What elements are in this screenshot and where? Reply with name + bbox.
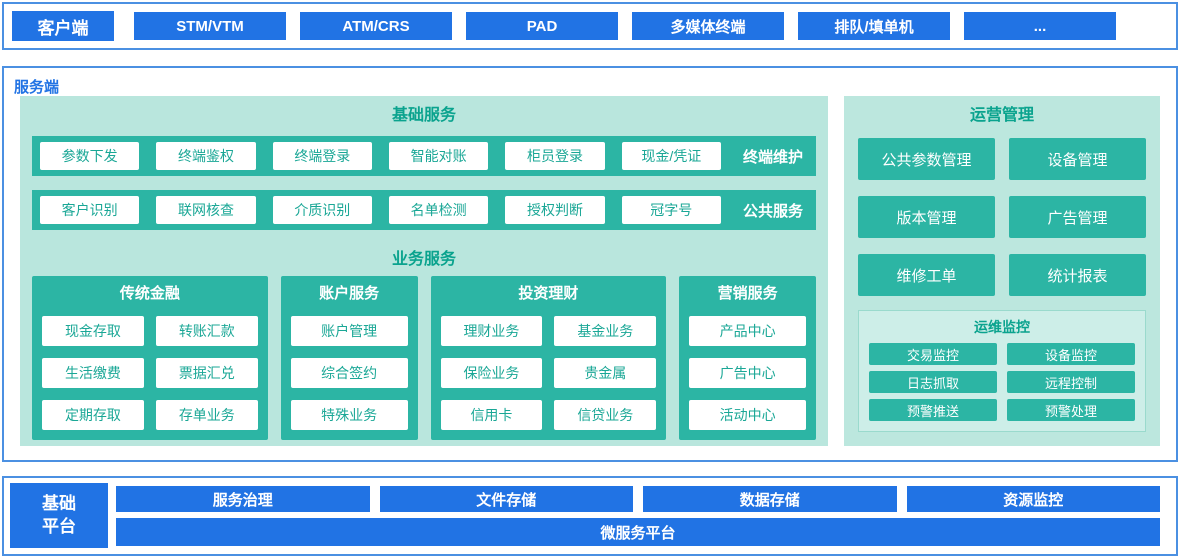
service-item: 产品中心	[689, 316, 806, 346]
service-item: 现金/凭证	[621, 142, 721, 170]
business-services-title: 业务服务	[391, 251, 456, 268]
service-item: 介质识别	[272, 196, 372, 224]
service-item: 特殊业务	[290, 400, 408, 430]
group-account-services: 账户服务 账户管理 综合签约 特殊业务	[280, 276, 418, 440]
service-item: 终端鉴权	[156, 142, 256, 170]
service-item: 生活缴费	[42, 358, 144, 388]
group-traditional-finance: 传统金融 现金存取 转账汇款 生活缴费 票据汇兑 定期存取 存单业务	[32, 276, 268, 440]
operations-item: 统计报表	[1009, 254, 1146, 296]
group-items: 理财业务 基金业务 保险业务 贵金属 信用卡 信贷业务	[440, 316, 657, 430]
client-terminal-list: STM/VTM ATM/CRS PAD 多媒体终端 排队/填单机 ...	[134, 12, 1116, 40]
business-groups: 传统金融 现金存取 转账汇款 生活缴费 票据汇兑 定期存取 存单业务 账户服务 …	[32, 276, 816, 440]
client-item-pad: PAD	[466, 12, 618, 40]
terminal-maintenance-row: 参数下发 终端鉴权 终端登录 智能对账 柜员登录 现金/凭证 终端维护	[32, 136, 816, 176]
operations-item: 广告管理	[1009, 196, 1146, 238]
service-item: 参数下发	[40, 142, 140, 170]
client-item-atm-crs: ATM/CRS	[300, 12, 452, 40]
row-tag-terminal-maintenance: 终端维护	[742, 148, 803, 166]
platform-item-file-storage: 文件存储	[379, 486, 633, 512]
service-item: 柜员登录	[505, 142, 605, 170]
group-items: 现金存取 转账汇款 生活缴费 票据汇兑 定期存取 存单业务	[42, 316, 258, 430]
platform-item-data-storage: 数据存储	[643, 486, 897, 512]
group-items: 产品中心 广告中心 活动中心	[689, 316, 806, 430]
server-label: 服务端	[14, 79, 60, 96]
service-item: 综合签约	[290, 358, 408, 388]
service-item: 账户管理	[290, 316, 408, 346]
monitoring-item: 预警处理	[1007, 399, 1135, 421]
server-layer: 服务端 基础服务 参数下发 终端鉴权 终端登录 智能对账 柜员登录 现金/凭证 …	[2, 66, 1178, 462]
monitoring-panel: 运维监控 交易监控 设备监控 日志抓取 远程控制 预警推送 预警处理	[858, 310, 1146, 432]
group-title: 投资理财	[518, 285, 579, 302]
group-title: 账户服务	[319, 285, 380, 302]
operations-item: 维修工单	[858, 254, 995, 296]
client-item-more: ...	[964, 12, 1116, 40]
operations-items: 公共参数管理 设备管理 版本管理 广告管理 维修工单 统计报表	[858, 138, 1146, 296]
monitoring-item: 预警推送	[869, 399, 997, 421]
client-item-stm-vtm: STM/VTM	[134, 12, 286, 40]
service-item: 冠字号	[621, 196, 721, 224]
service-item: 客户识别	[40, 196, 140, 224]
service-item: 定期存取	[42, 400, 144, 430]
platform-label-text: 基础平台	[41, 493, 76, 536]
group-marketing: 营销服务 产品中心 广告中心 活动中心	[679, 276, 816, 440]
monitoring-title: 运维监控	[974, 319, 1030, 335]
monitoring-item: 日志抓取	[869, 371, 997, 393]
monitoring-item: 设备监控	[1007, 343, 1135, 365]
client-item-queue: 排队/填单机	[798, 12, 950, 40]
row-tag-public-services: 公共服务	[742, 202, 803, 220]
group-items: 账户管理 综合签约 特殊业务	[290, 316, 408, 430]
service-item: 授权判断	[505, 196, 605, 224]
service-item: 信贷业务	[554, 400, 657, 430]
basic-services-title: 基础服务	[391, 107, 456, 124]
client-item-multimedia: 多媒体终端	[632, 12, 784, 40]
platform-layer: 基础平台 服务治理 文件存储 数据存储 资源监控 微服务平台	[2, 476, 1178, 556]
service-item: 票据汇兑	[155, 358, 258, 388]
service-item: 现金存取	[42, 316, 144, 346]
group-title: 传统金融	[119, 285, 180, 302]
operations-title: 运营管理	[969, 107, 1034, 124]
operations-item: 版本管理	[858, 196, 995, 238]
service-item: 智能对账	[388, 142, 489, 170]
service-item: 转账汇款	[155, 316, 258, 346]
group-investment: 投资理财 理财业务 基金业务 保险业务 贵金属 信用卡 信贷业务	[430, 276, 667, 440]
service-item: 基金业务	[554, 316, 657, 346]
operations-item: 设备管理	[1009, 138, 1146, 180]
platform-items: 服务治理 文件存储 数据存储 资源监控	[116, 486, 1160, 512]
services-panel: 基础服务 参数下发 终端鉴权 终端登录 智能对账 柜员登录 现金/凭证 终端维护…	[20, 96, 828, 446]
service-item: 联网核查	[156, 196, 256, 224]
client-label: 客户端	[12, 11, 114, 41]
platform-item-governance: 服务治理	[116, 486, 370, 512]
client-layer: 客户端 STM/VTM ATM/CRS PAD 多媒体终端 排队/填单机 ...	[2, 2, 1178, 50]
service-item: 存单业务	[155, 400, 258, 430]
operations-panel: 运营管理 公共参数管理 设备管理 版本管理 广告管理 维修工单 统计报表 运维监…	[844, 96, 1160, 446]
service-item: 名单检测	[388, 196, 489, 224]
public-services-row: 客户识别 联网核查 介质识别 名单检测 授权判断 冠字号 公共服务	[32, 190, 816, 230]
platform-label: 基础平台	[10, 483, 108, 548]
service-item: 贵金属	[554, 358, 657, 388]
platform-item-resource-monitor: 资源监控	[906, 486, 1160, 512]
service-item: 保险业务	[440, 358, 543, 388]
service-item: 理财业务	[440, 316, 543, 346]
service-item: 终端登录	[272, 142, 372, 170]
monitoring-items: 交易监控 设备监控 日志抓取 远程控制 预警推送 预警处理	[869, 343, 1135, 421]
service-item: 活动中心	[689, 400, 806, 430]
group-title: 营销服务	[717, 285, 778, 302]
platform-area: 服务治理 文件存储 数据存储 资源监控 微服务平台	[116, 486, 1160, 546]
operations-item: 公共参数管理	[858, 138, 995, 180]
monitoring-item: 交易监控	[869, 343, 997, 365]
monitoring-item: 远程控制	[1007, 371, 1135, 393]
microservice-platform-bar: 微服务平台	[116, 518, 1160, 546]
service-item: 广告中心	[689, 358, 806, 388]
service-item: 信用卡	[440, 400, 543, 430]
